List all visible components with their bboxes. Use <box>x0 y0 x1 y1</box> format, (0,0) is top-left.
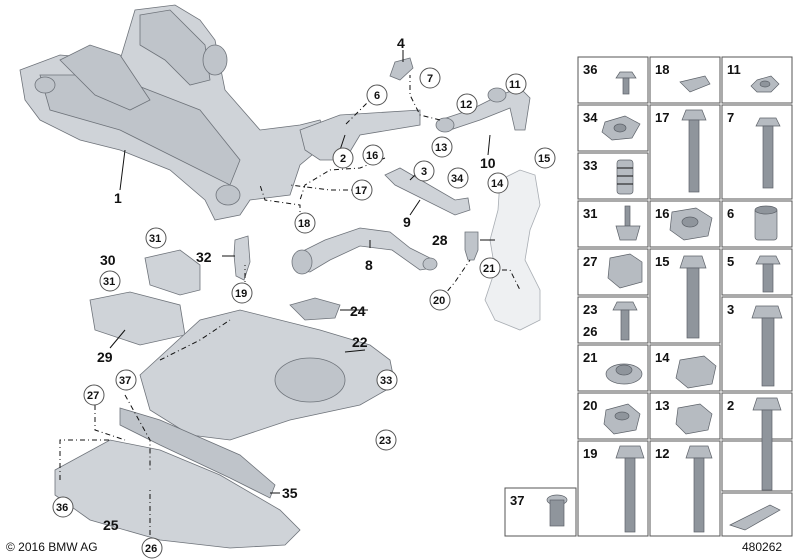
callout-20: 20 <box>433 295 445 307</box>
grid-labels: 36 18 11 34 17 7 33 31 16 6 27 15 5 23 2… <box>510 62 741 508</box>
callout-31a: 31 <box>149 233 161 245</box>
grid-label-36: 36 <box>583 62 597 77</box>
callout-28: 28 <box>432 232 448 248</box>
grid-label-31: 31 <box>583 206 597 221</box>
direction-arrow-icon <box>729 504 781 531</box>
grid-label-27: 27 <box>583 254 597 269</box>
bracket-35 <box>119 407 276 499</box>
bushing-8 <box>291 249 313 275</box>
callout-27: 27 <box>87 390 99 402</box>
wishbone-8 <box>294 227 433 273</box>
callout-9: 9 <box>403 214 411 230</box>
callout-24: 24 <box>350 303 366 319</box>
callout-34: 34 <box>451 173 464 185</box>
callout-26: 26 <box>145 543 157 555</box>
underbody-panel-25 <box>54 439 301 549</box>
front-axle-subframe <box>19 4 331 221</box>
damper-pad-24 <box>289 297 341 321</box>
callout-15: 15 <box>538 153 550 165</box>
grid-label-34: 34 <box>583 110 598 125</box>
copyright-text: © 2016 BMW AG <box>6 540 98 554</box>
grid-label-26: 26 <box>583 324 597 339</box>
cover-29 <box>89 291 186 346</box>
grid-label-15: 15 <box>655 254 669 269</box>
callout-31b: 31 <box>103 276 115 288</box>
callout-3: 3 <box>421 166 427 178</box>
ball-joint-8 <box>422 257 438 271</box>
callout-7: 7 <box>427 73 433 85</box>
callout-21: 21 <box>483 263 495 275</box>
callout-1: 1 <box>114 190 122 206</box>
hardware-drawings <box>546 71 783 533</box>
callout-13: 13 <box>435 142 447 154</box>
callout-16: 16 <box>366 150 378 162</box>
grid-label-5: 5 <box>727 254 734 269</box>
tension-strut-9 <box>384 167 471 216</box>
callout-10: 10 <box>480 155 496 171</box>
callout-37: 37 <box>119 375 131 387</box>
cover-30 <box>144 249 201 296</box>
callout-19: 19 <box>235 288 247 300</box>
grid-label-12: 12 <box>655 446 669 461</box>
callout-35: 35 <box>282 485 298 501</box>
grid-label-19: 19 <box>583 446 597 461</box>
callout-12: 12 <box>460 99 472 111</box>
grid-label-14: 14 <box>655 350 670 365</box>
ball-joint-28 <box>464 231 479 261</box>
wheel-carrier-14 <box>484 169 541 331</box>
callout-32: 32 <box>196 249 212 265</box>
grid-label-33: 33 <box>583 158 597 173</box>
bracket-32 <box>233 235 251 281</box>
leader-lines <box>109 50 495 494</box>
callout-labels: 1 4 10 9 8 28 32 30 29 24 22 35 25 <box>97 35 496 533</box>
callout-11: 11 <box>509 79 521 91</box>
bracket-4 <box>389 57 414 81</box>
grid-label-23: 23 <box>583 302 597 317</box>
wishbone-arm-2 <box>299 109 421 161</box>
callout-23: 23 <box>379 435 391 447</box>
callout-36: 36 <box>56 502 68 514</box>
callout-4: 4 <box>397 35 405 51</box>
grid-label-11: 11 <box>727 62 741 77</box>
grid-label-7: 7 <box>727 110 734 125</box>
callout-22: 22 <box>352 334 368 350</box>
callout-17: 17 <box>355 185 367 197</box>
grid-label-2: 2 <box>727 398 734 413</box>
grid-label-6: 6 <box>727 206 734 221</box>
grid-label-18: 18 <box>655 62 669 77</box>
callout-2: 2 <box>340 153 346 165</box>
bushing-13 <box>435 117 455 133</box>
grid-label-37: 37 <box>510 493 524 508</box>
grid-label-17: 17 <box>655 110 669 125</box>
callout-30: 30 <box>100 252 116 268</box>
upper-control-arm-10 <box>439 87 531 131</box>
callout-25: 25 <box>103 517 119 533</box>
circled-callouts: 7 6 11 12 13 2 16 3 17 34 15 14 18 21 20… <box>52 67 556 559</box>
grid-label-20: 20 <box>583 398 597 413</box>
callout-14: 14 <box>491 178 504 190</box>
callout-18: 18 <box>298 218 310 230</box>
bushing-12 <box>487 87 507 103</box>
grid-label-13: 13 <box>655 398 669 413</box>
diagram-id: 480262 <box>742 540 783 554</box>
plate-hole <box>274 357 346 403</box>
grid-label-16: 16 <box>655 206 669 221</box>
callout-33: 33 <box>380 375 392 387</box>
hardware-grid <box>504 56 793 537</box>
callout-29: 29 <box>97 349 113 365</box>
grid-label-21: 21 <box>583 350 597 365</box>
callout-6: 6 <box>374 90 380 102</box>
callout-8: 8 <box>365 257 373 273</box>
grid-label-3: 3 <box>727 302 734 317</box>
